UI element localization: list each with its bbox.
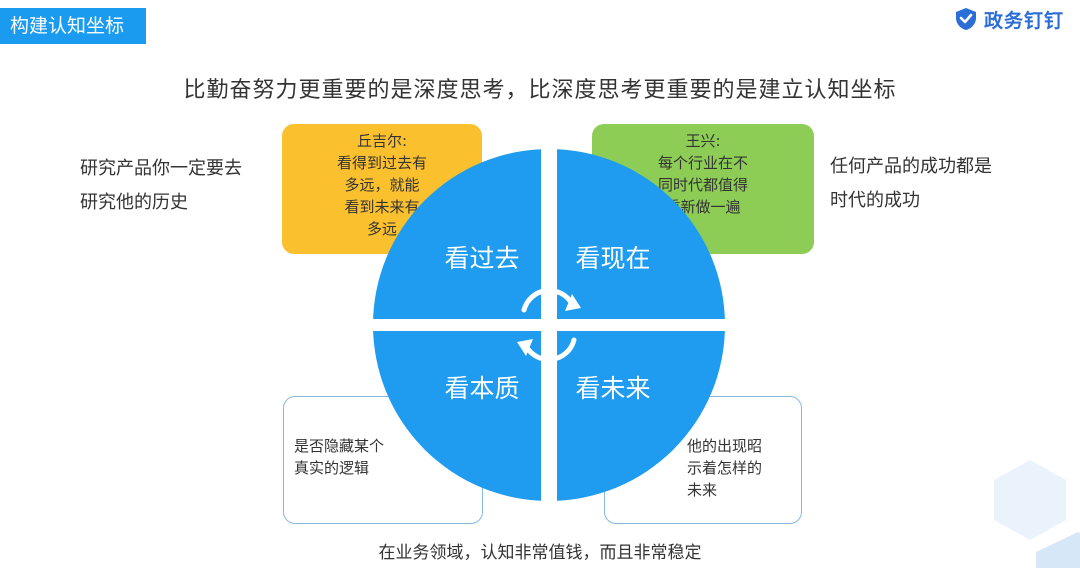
quadrant-label-future: 看未来 bbox=[575, 374, 650, 403]
horizontal-divider bbox=[372, 319, 726, 331]
shield-check-icon bbox=[955, 8, 976, 30]
side-text-right: 任何产品的成功都是 时代的成功 bbox=[830, 150, 992, 218]
quote-line: 多远，就能 bbox=[344, 176, 420, 194]
brand-name: 政务钉钉 bbox=[983, 9, 1064, 32]
quote-line: 每个行业在不 bbox=[657, 154, 748, 172]
side-line: 任何产品的成功都是 bbox=[830, 156, 992, 177]
hexagon-decoration bbox=[994, 460, 1080, 568]
brand-logo: 政务钉钉 bbox=[954, 6, 1064, 32]
side-line: 研究产品你一定要去 bbox=[80, 158, 242, 179]
page-title-tag: 构建认知坐标 bbox=[0, 8, 146, 44]
quote-line: 同时代都值得 bbox=[657, 176, 748, 194]
footer-caption: 在业务领域，认知非常值钱，而且非常稳定 bbox=[378, 543, 702, 563]
note-line: 未来 bbox=[687, 481, 718, 499]
note-line: 他的出现昭 bbox=[687, 437, 763, 455]
quote-author: 王兴: bbox=[685, 132, 721, 150]
note-line: 真实的逻辑 bbox=[294, 459, 370, 477]
headline: 比勤奋努力更重要的是深度思考，比深度思考更重要的是建立认知坐标 bbox=[183, 78, 897, 103]
cognition-quadrant-circle: 看过去 看现在 看本质 看未来 bbox=[372, 148, 726, 502]
side-line: 时代的成功 bbox=[830, 190, 920, 211]
note-line: 是否隐藏某个 bbox=[294, 437, 385, 455]
quote-line: 看得到过去有 bbox=[336, 154, 427, 172]
note-line: 示着怎样的 bbox=[687, 459, 763, 477]
side-line: 研究他的历史 bbox=[80, 192, 188, 213]
quadrant-label-present: 看现在 bbox=[575, 244, 650, 273]
side-text-left: 研究产品你一定要去 研究他的历史 bbox=[80, 152, 242, 220]
quadrant-label-past: 看过去 bbox=[444, 244, 519, 273]
cycle-arrows-icon bbox=[517, 287, 581, 363]
quote-line: 看到未来有 bbox=[344, 198, 420, 216]
quote-author: 丘吉尔: bbox=[356, 132, 408, 150]
quadrant-label-essence: 看本质 bbox=[444, 374, 519, 403]
quote-line: 多远 bbox=[366, 220, 397, 238]
quote-line: 重新做一遍 bbox=[665, 198, 741, 216]
